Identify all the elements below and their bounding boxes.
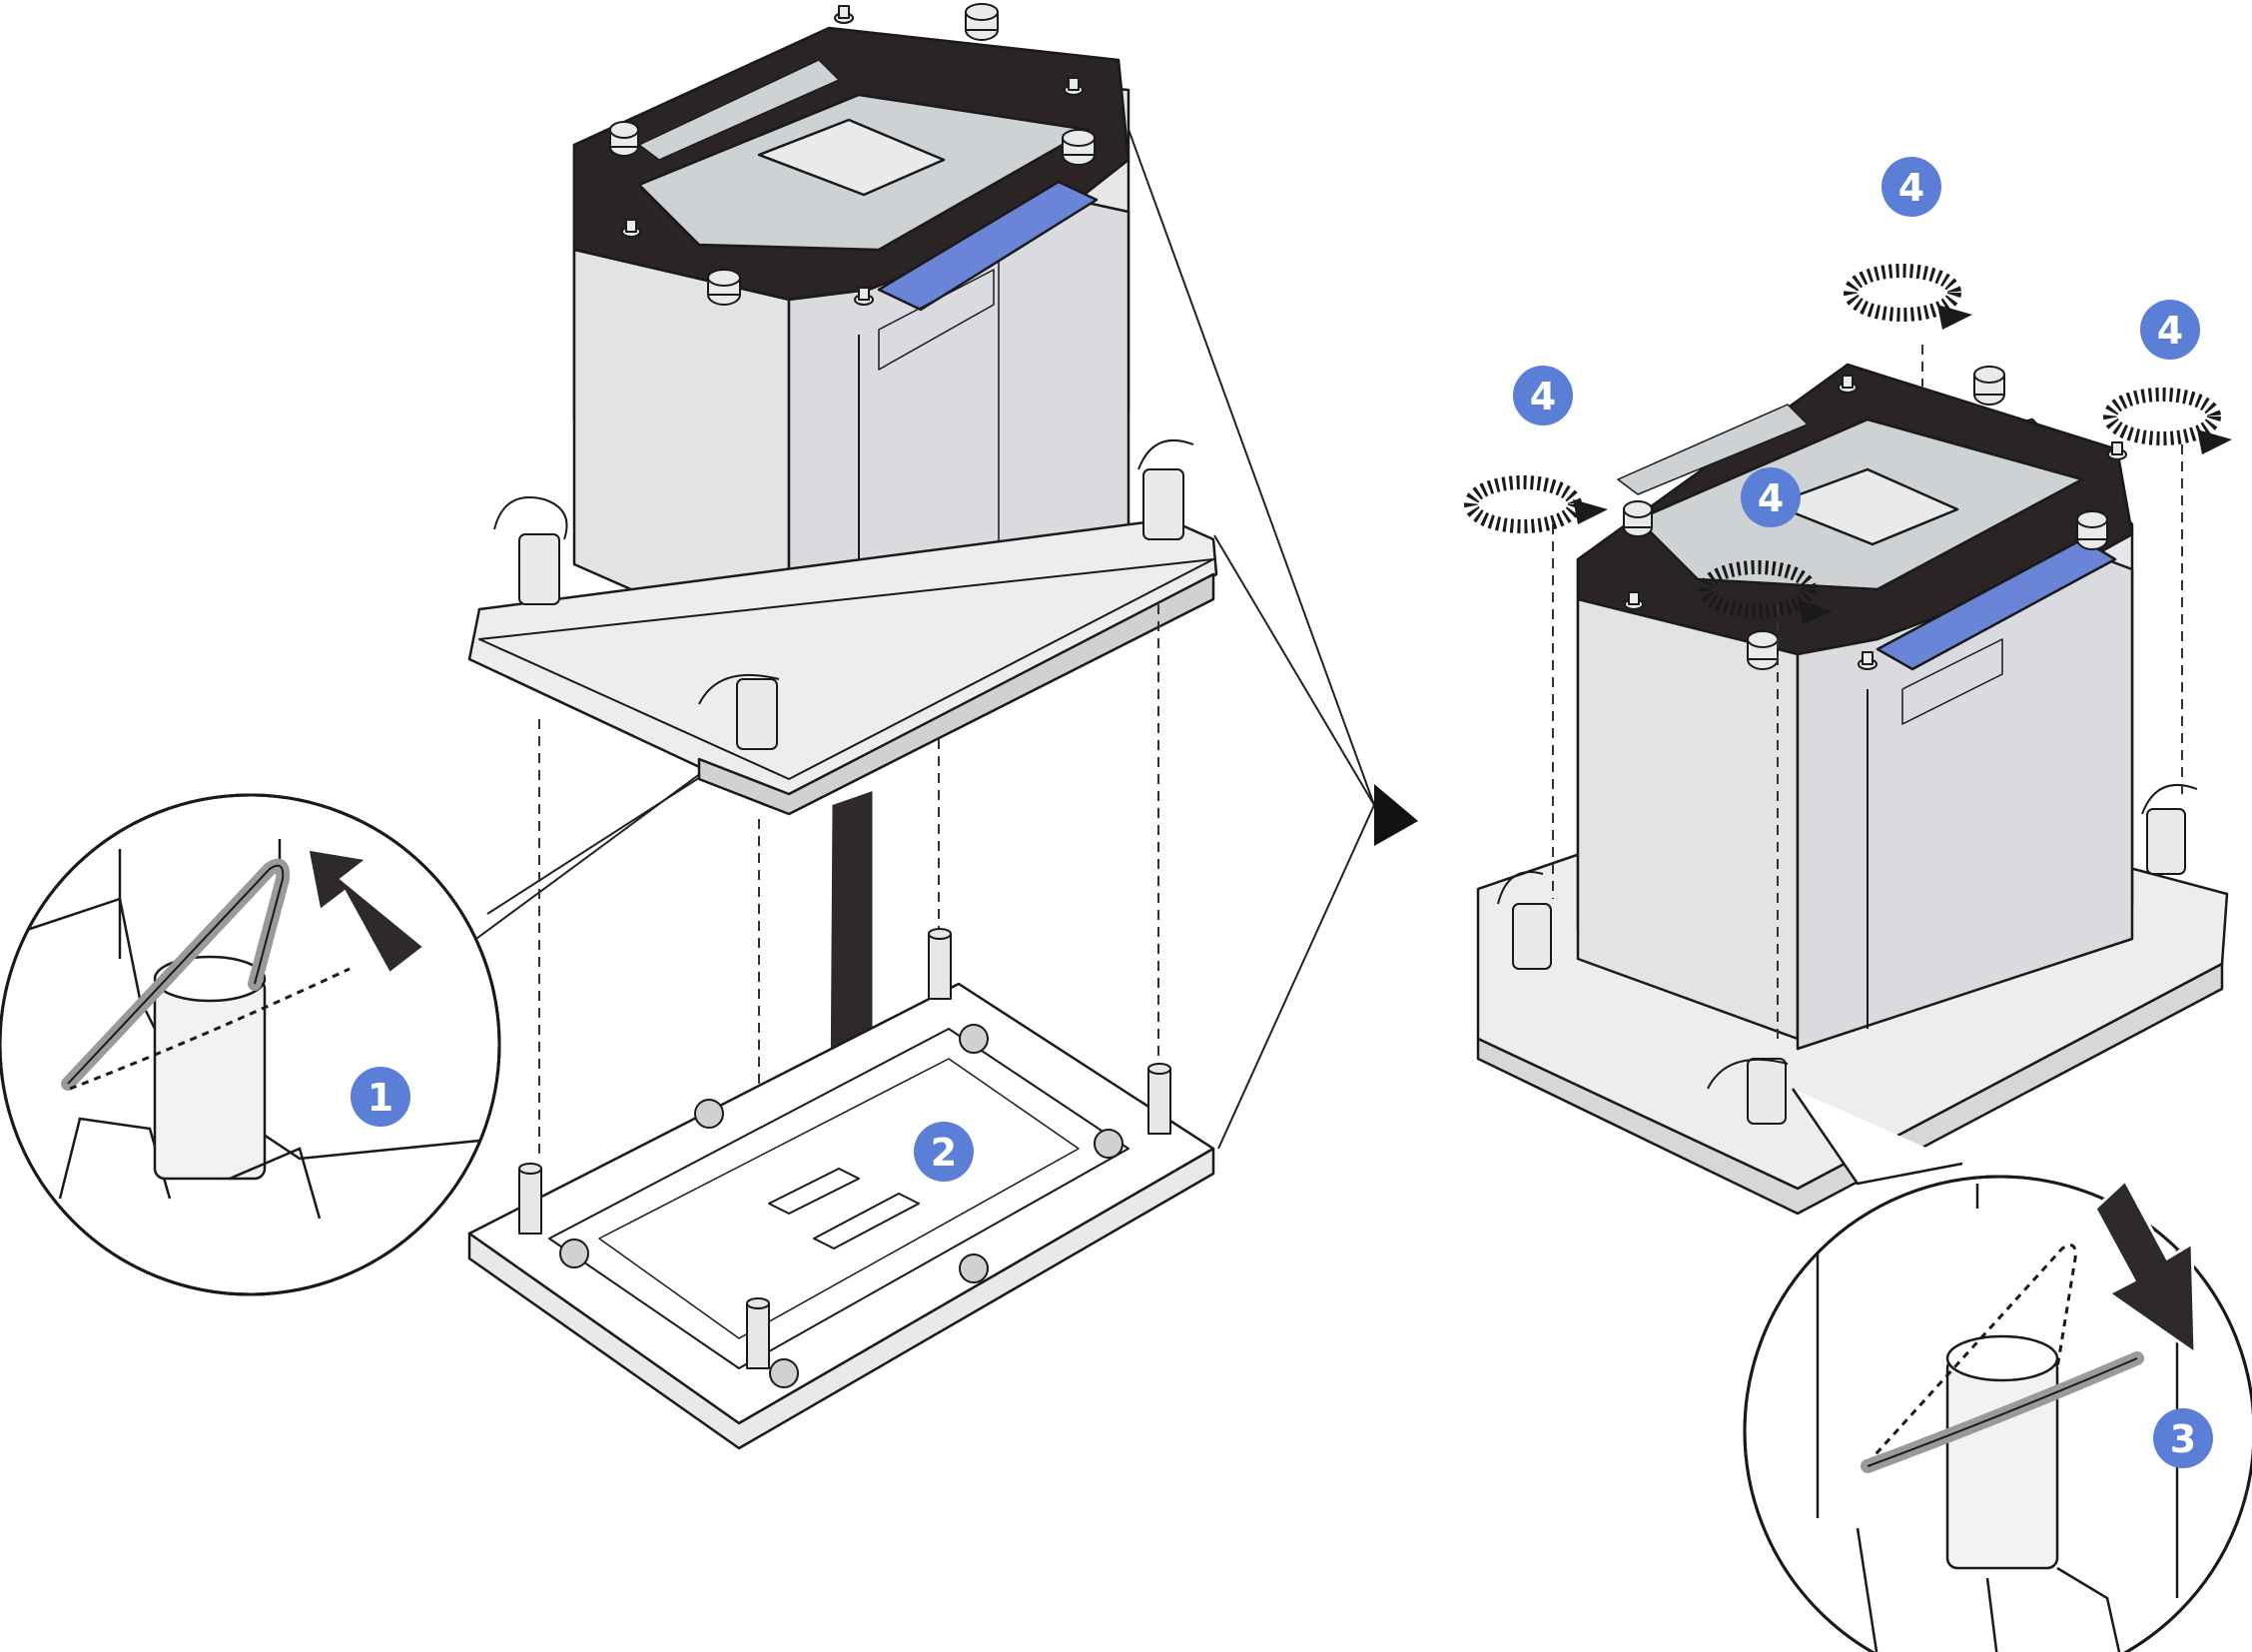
callout-label: 4 (1898, 166, 1924, 210)
magnifier-callout-left (0, 793, 501, 1296)
callout-label: 2 (931, 1131, 957, 1175)
rotate-icons (1464, 264, 2232, 624)
callout-label: 1 (368, 1076, 393, 1120)
arrow-down-icon (2093, 1178, 2197, 1356)
callout-badge: 3 (2153, 1408, 2213, 1468)
callout-label: 4 (1758, 476, 1784, 520)
callout-badge: 1 (351, 1067, 410, 1127)
magnifier-callout-right (1743, 1088, 2252, 1652)
alignment-lines-right (1552, 345, 2183, 1044)
rotate-icon (2103, 388, 2232, 454)
callout-label: 4 (2157, 309, 2183, 353)
callout-badge: 4 (1741, 467, 1801, 527)
view-indicator-triangle (1374, 784, 1418, 846)
rotate-icon (1844, 264, 1972, 330)
heatsink-left (467, 3, 1218, 816)
callout-label: 3 (2170, 1417, 2196, 1461)
heatsink-right (1476, 363, 2229, 1216)
callout-badge: 4 (1513, 366, 1573, 425)
arrow-up-icon (306, 847, 427, 977)
rotate-icon (1464, 475, 1608, 533)
callout-label: 4 (1530, 375, 1556, 418)
callout-badge: 4 (1881, 157, 1941, 217)
processor-socket-icon (467, 928, 1215, 1450)
callout-badge: 2 (914, 1122, 974, 1182)
callout-badge: 4 (2140, 300, 2200, 360)
rotate-icon (1699, 560, 1833, 624)
